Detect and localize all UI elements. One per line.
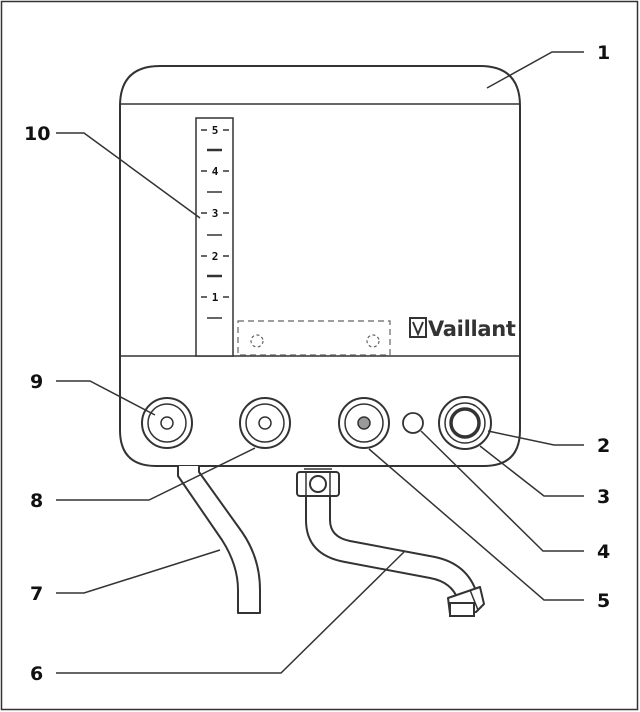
leader-line-4 [420,430,584,552]
screw-icon [366,334,380,348]
callout-5: 5 [597,590,610,612]
scale-mark-1: 1 [201,291,229,304]
spout-pipe [296,465,485,617]
water-connection-icon [296,465,340,497]
indicator-lamp [402,412,424,434]
callout-numbers: 1 2 3 4 5 6 7 8 9 10 [24,42,610,685]
leader-line-2 [487,430,584,446]
knob-9 [141,397,193,449]
vaillant-logo-icon [409,317,427,338]
callout-10: 10 [24,123,50,145]
callout-4: 4 [597,541,610,563]
scale-mark-2: 2 [201,250,229,263]
callout-7: 7 [30,583,43,605]
scale-label: 1 [212,291,219,304]
callout-1: 1 [597,42,610,64]
scale-label: 2 [212,250,219,263]
callout-2: 2 [597,435,610,457]
scale-label: 3 [212,207,219,220]
brand-name: Vaillant [428,317,516,341]
rating-plate-outline [237,320,391,356]
leader-line-3 [479,445,584,497]
leader-lines [56,51,584,674]
knob-5 [338,397,390,449]
indicator-lamp-icon [402,412,424,434]
callout-6: 6 [30,663,43,685]
aerator-tip [447,586,485,617]
temperature-knob [438,396,492,450]
water-level-window: 5 4 3 2 1 [195,117,234,357]
callout-3: 3 [597,486,610,508]
screw-icon [250,334,264,348]
leader-line-8 [56,447,256,501]
leader-line-10 [56,132,201,219]
left-pipe [177,466,261,614]
callout-9: 9 [30,371,43,393]
scale-mark-5: 5 [201,124,229,137]
leader-line-1 [486,51,584,89]
brand-logo: Vaillant [409,317,516,341]
leader-line-7 [56,549,221,594]
scale-label: 5 [212,124,219,137]
leader-line-6 [56,551,405,674]
scale-mark-4: 4 [201,165,229,178]
scale-label: 4 [212,165,219,178]
leader-line-9 [56,380,156,416]
knob-8 [239,397,291,449]
leader-line-5 [368,448,584,601]
scale-mark-3: 3 [201,207,229,220]
callout-8: 8 [30,490,43,512]
